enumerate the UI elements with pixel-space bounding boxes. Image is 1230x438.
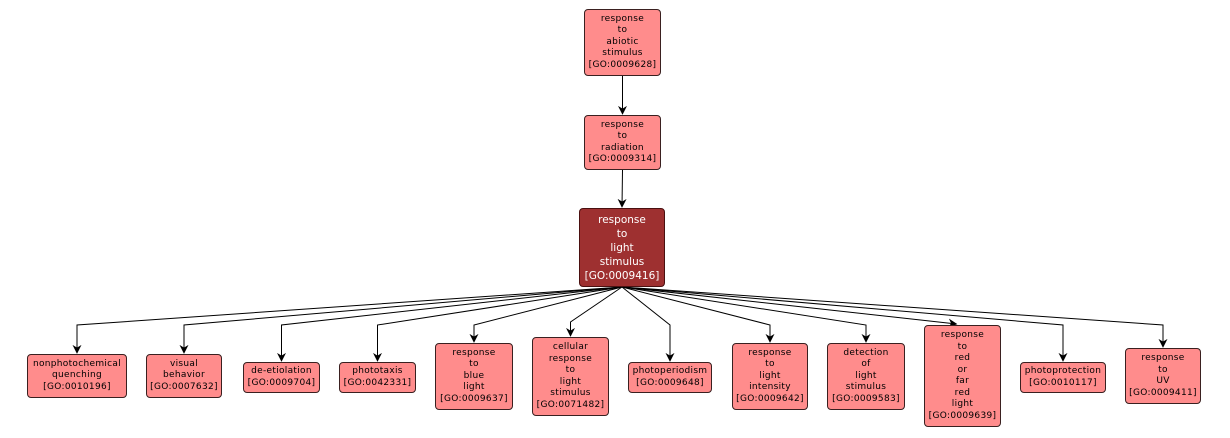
is-a-edge [373, 286, 623, 362]
go-term-label: response [452, 347, 496, 358]
go-term-id: [GO:0042331] [343, 377, 412, 388]
go-term-label: red [954, 387, 971, 398]
go-term-node[interactable]: photoperiodism[GO:0009648] [628, 362, 712, 393]
go-term-label: abiotic [606, 36, 639, 47]
go-term-id: [GO:0009314] [588, 154, 657, 164]
go-term-id: [GO:0009648] [636, 377, 704, 388]
is-a-edge [621, 286, 958, 328]
go-term-label: response [940, 330, 985, 340]
go-term-id: [GO:0010196] [43, 381, 111, 392]
go-term-id: [GO:0009639] [928, 410, 997, 421]
go-term-label: to [469, 359, 479, 370]
is-a-edge [566, 286, 623, 337]
go-term-label: response [600, 119, 645, 130]
go-term-id: [GO:0009628] [588, 59, 657, 70]
go-term-label: behavior [163, 370, 205, 381]
go-term-label: quenching [52, 370, 102, 381]
go-term-id: [GO:0009583] [832, 393, 900, 404]
go-term-label: visual [169, 358, 199, 369]
go-term-label: to [957, 341, 968, 352]
is-a-edge [617, 169, 627, 208]
go-term-label: light [759, 370, 781, 381]
go-term-label: light [610, 241, 634, 254]
is-a-edge [72, 286, 623, 354]
is-a-edge [469, 286, 623, 343]
go-term-label: to [1158, 364, 1168, 375]
is-a-edge [621, 286, 1068, 362]
go-term-node[interactable]: phototaxis[GO:0042331] [339, 362, 416, 393]
go-term-label: light [559, 376, 582, 387]
go-term-id: [GO:0009411] [1129, 387, 1197, 398]
go-term-label: stimulus [845, 382, 887, 393]
go-term-id: [GO:0009637] [440, 393, 508, 404]
go-term-label: to [765, 359, 775, 370]
is-a-edge [621, 286, 775, 343]
go-term-label: stimulus [602, 48, 643, 59]
go-term-label: response [748, 347, 792, 358]
is-a-edge [621, 286, 675, 362]
is-a-edge [277, 286, 623, 362]
go-term-label: stimulus [550, 388, 591, 398]
go-term-label: light [855, 370, 877, 381]
go-term-label: of [861, 359, 871, 370]
go-term-label: stimulus [599, 255, 645, 268]
go-term-label: response [1141, 353, 1185, 363]
is-a-edge [621, 286, 1168, 348]
go-term-label: de-etiolation [251, 366, 312, 376]
go-term-label: nonphotochemical [32, 358, 122, 369]
go-term-label: to [565, 365, 576, 375]
go-term-label: intensity [749, 382, 791, 393]
go-term-label: cellular [552, 342, 589, 352]
go-term-node[interactable]: de-etiolation[GO:0009704] [243, 362, 320, 393]
go-term-id: [GO:0009704] [247, 377, 316, 388]
go-term-label: photoperiodism [632, 366, 708, 376]
go-term-id: [GO:0071482] [536, 399, 605, 410]
is-a-edge [179, 286, 623, 354]
go-term-id: [GO:0010117] [1029, 377, 1097, 388]
go-term-label: light [951, 399, 974, 409]
go-term-label: response [600, 13, 645, 24]
go-term-label: response [598, 213, 646, 226]
go-term-label: radiation [601, 142, 644, 153]
is-a-edge [621, 286, 871, 343]
go-term-label: to [617, 25, 628, 36]
go-term-id: [GO:0009642] [736, 393, 804, 404]
go-term-id: [GO:0009416] [584, 269, 660, 282]
go-term-label: UV [1156, 376, 1170, 386]
go-term-node[interactable]: photoprotection[GO:0010117] [1020, 362, 1106, 393]
go-term-label: phototaxis [352, 366, 403, 376]
go-term-label: light [463, 382, 485, 393]
go-term-label: detection [843, 347, 889, 358]
go-term-id: [GO:0007632] [150, 381, 218, 392]
go-term-label: or [957, 364, 968, 375]
go-term-label: photoprotection [1024, 366, 1102, 376]
go-term-label: far [955, 376, 970, 386]
go-term-label: to [616, 227, 628, 240]
go-term-label: blue [463, 370, 485, 381]
go-term-label: red [954, 353, 971, 363]
go-term-label: to [617, 131, 628, 141]
go-term-label: response [548, 353, 593, 364]
